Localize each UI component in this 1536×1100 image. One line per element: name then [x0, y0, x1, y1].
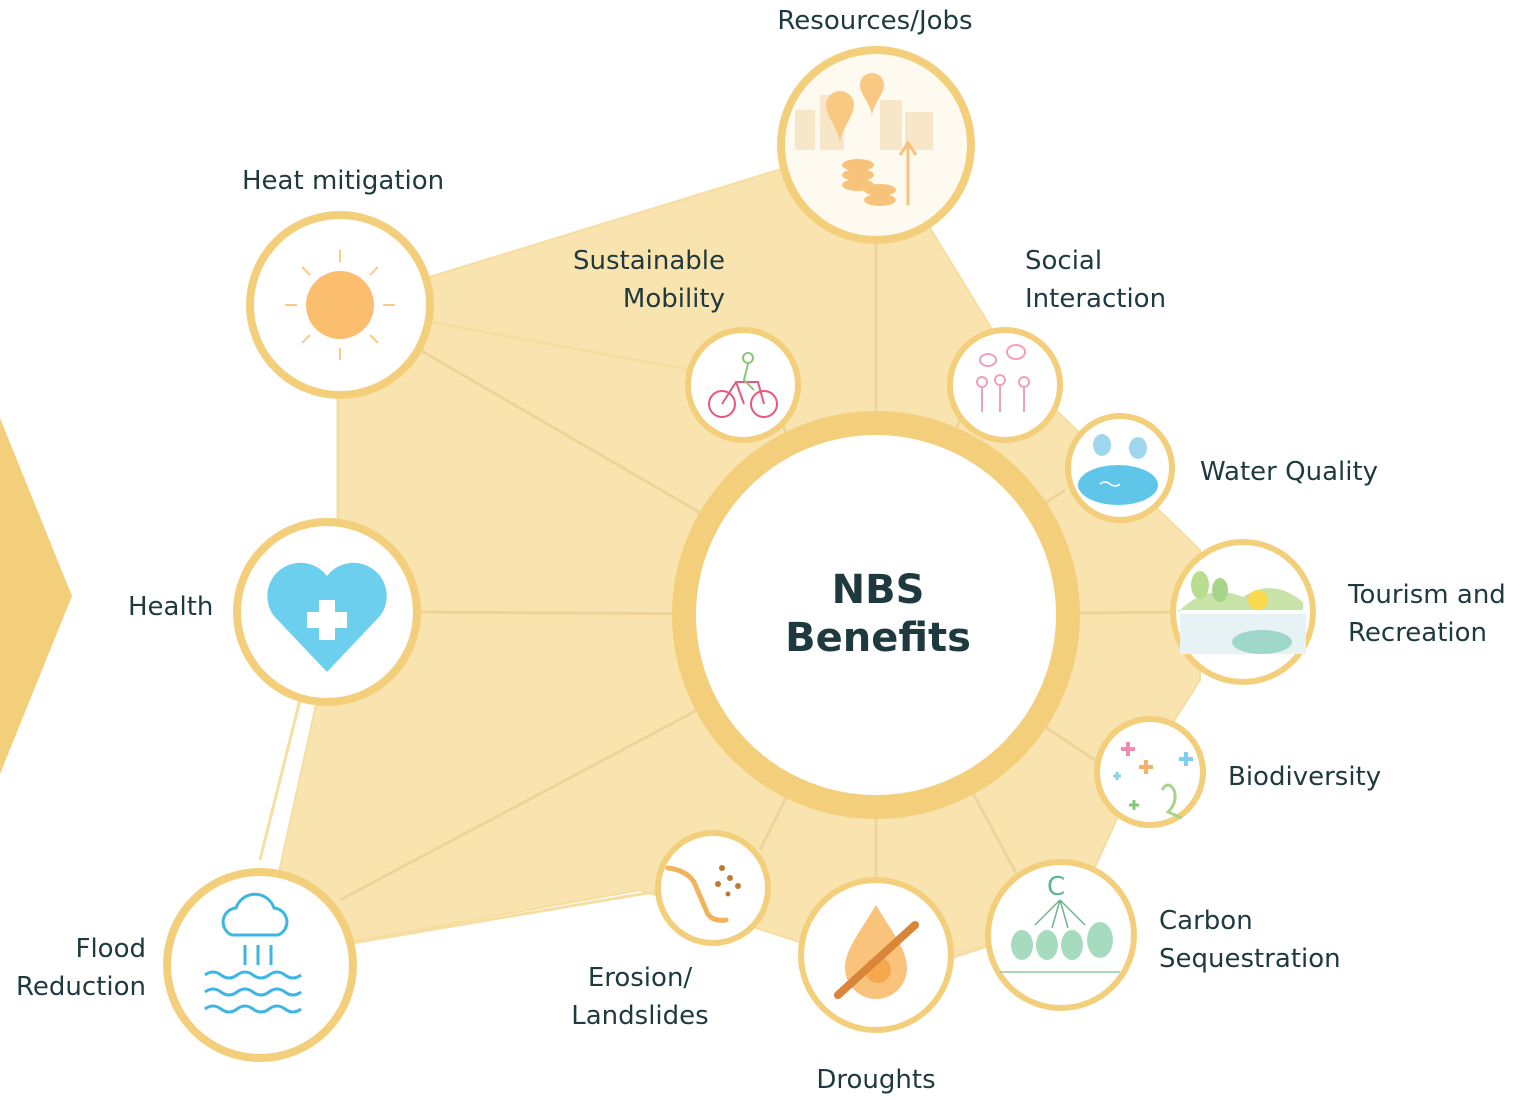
label-droughts: Droughts — [816, 1065, 936, 1095]
label-flood-reduction: Flood Reduction — [16, 934, 146, 1002]
people-talking-icon — [976, 344, 1030, 412]
heart-cross-icon — [267, 562, 387, 672]
erosion-icon — [665, 865, 741, 923]
biodiversity-node[interactable] — [1094, 716, 1206, 828]
left-chevron-arrow — [0, 418, 72, 774]
bird-sparkles-icon — [1113, 742, 1193, 820]
label-water-quality: Water Quality — [1200, 457, 1379, 487]
sustainable-mobility-node[interactable] — [685, 327, 801, 443]
label-erosion-landslides: Erosion/ Landslides — [571, 963, 709, 1031]
center-title: NBS Benefits — [748, 566, 1008, 662]
label-biodiversity: Biodiversity — [1228, 762, 1382, 792]
landscape-icon — [1178, 571, 1306, 654]
flood-reduction-node[interactable] — [163, 868, 357, 1062]
resources-jobs-node[interactable] — [777, 46, 975, 244]
label-health: Health — [128, 592, 214, 622]
trees-pond-icon — [1078, 434, 1158, 505]
carbon-sequestration-node[interactable]: C — [985, 859, 1137, 1011]
label-social-interaction: Social Interaction — [1025, 246, 1167, 314]
erosion-landslides-node[interactable] — [655, 830, 771, 946]
label-sustainable-mobility: Sustainable Mobility — [572, 246, 725, 314]
center-circle — [672, 411, 1080, 819]
droughts-node[interactable] — [798, 877, 954, 1033]
no-water-drop-icon — [834, 905, 919, 999]
bicycle-icon — [708, 352, 778, 418]
label-resources-jobs: Resources/Jobs — [777, 6, 973, 36]
tourism-recreation-node[interactable] — [1170, 539, 1316, 685]
label-tourism-recreation: Tourism and Recreation — [1348, 580, 1506, 648]
sun-icon — [285, 250, 395, 360]
label-heat-mitigation: Heat mitigation — [242, 166, 445, 196]
health-node[interactable] — [233, 518, 421, 706]
city-coins-icon — [795, 73, 933, 206]
heat-mitigation-node[interactable] — [246, 211, 434, 399]
rain-waves-icon — [204, 892, 302, 1014]
center-title-line1: NBS — [831, 567, 925, 613]
social-interaction-node[interactable] — [947, 327, 1063, 443]
carbon-trees-icon: C — [1000, 872, 1120, 973]
water-quality-node[interactable] — [1065, 413, 1175, 523]
svg-text:C: C — [1047, 872, 1065, 902]
label-carbon-sequestration: Carbon Sequestration — [1159, 906, 1341, 974]
center-title-line2: Benefits — [785, 615, 971, 661]
